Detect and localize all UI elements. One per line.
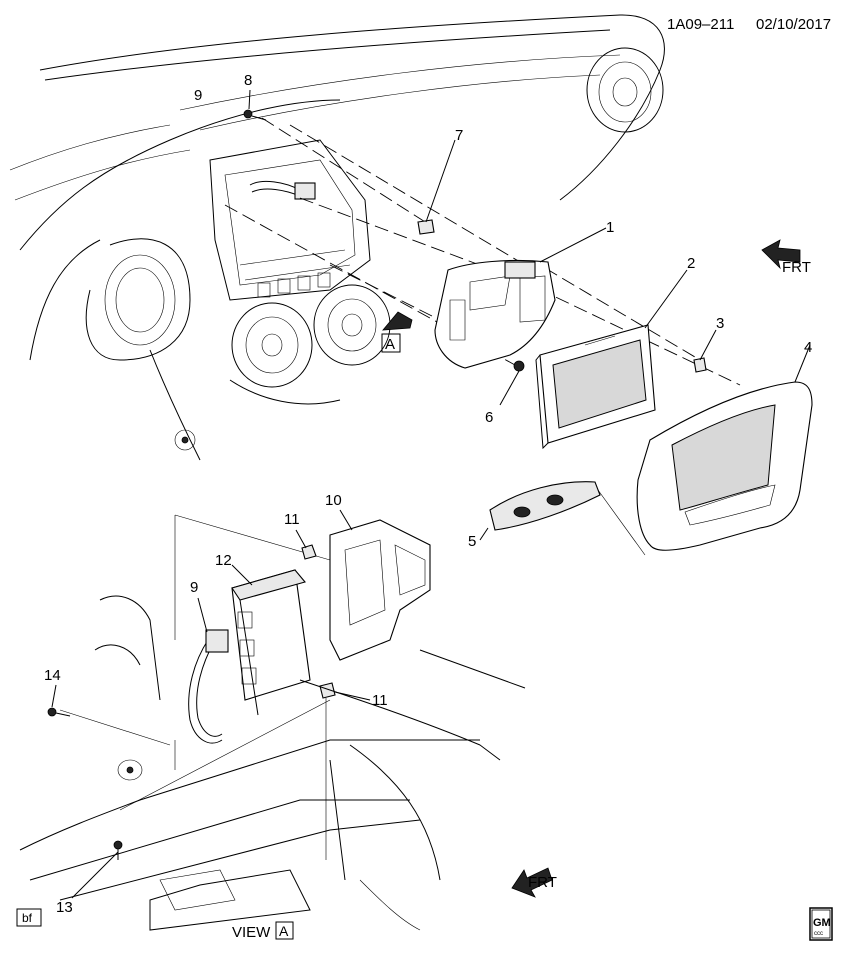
- callout-2: 2: [687, 255, 695, 272]
- part-6-screw: [499, 360, 525, 406]
- view-a-marker-letter: A: [385, 336, 395, 353]
- gm-logo-text: GM: [813, 917, 831, 929]
- part-8-screw: [243, 89, 267, 121]
- drawing-date: 02/10/2017: [756, 16, 831, 33]
- view-a-marker: A: [381, 311, 413, 353]
- callout-10: 10: [325, 492, 342, 509]
- callout-8: 8: [244, 72, 252, 89]
- front-arrow-top-label: FRT: [782, 259, 811, 276]
- callout-9-top: 9: [194, 87, 202, 104]
- part-5-control-panel: [479, 481, 646, 556]
- part-1-bracket: [434, 227, 607, 369]
- callout-5: 5: [468, 533, 476, 550]
- callout-11-lower: 11: [372, 692, 388, 709]
- front-arrow-bottom: FRT: [511, 867, 557, 898]
- part-4-bezel: [636, 344, 813, 551]
- gm-logo: GM ccc: [809, 907, 833, 941]
- callout-9-lower: 9: [190, 579, 198, 596]
- part-7-clip: [417, 139, 456, 235]
- view-caption-letter: A: [279, 923, 289, 939]
- callout-3: 3: [716, 315, 724, 332]
- callout-14: 14: [44, 667, 61, 684]
- bf-label: bf: [22, 911, 33, 925]
- callout-1: 1: [606, 219, 614, 236]
- part-2-display: [535, 269, 688, 450]
- gm-logo-subtext: ccc: [814, 931, 823, 937]
- front-arrow-bottom-label: FRT: [528, 874, 557, 891]
- callout-7: 7: [455, 127, 463, 144]
- view-caption-label: VIEW: [232, 924, 271, 941]
- callout-6: 6: [485, 409, 493, 426]
- callout-12: 12: [215, 552, 232, 569]
- callout-11-upper: 11: [284, 511, 300, 528]
- instrument-panel-upper: [9, 14, 665, 461]
- view-a-lower-console: [19, 509, 526, 931]
- part-3-clip: [693, 329, 717, 373]
- view-a-caption: VIEW A: [232, 921, 294, 941]
- callout-13: 13: [56, 899, 73, 916]
- front-arrow-top: FRT: [761, 239, 811, 276]
- bf-tag: bf: [16, 908, 42, 927]
- drawing-id: 1A09–211: [667, 16, 734, 33]
- callout-4: 4: [804, 339, 812, 356]
